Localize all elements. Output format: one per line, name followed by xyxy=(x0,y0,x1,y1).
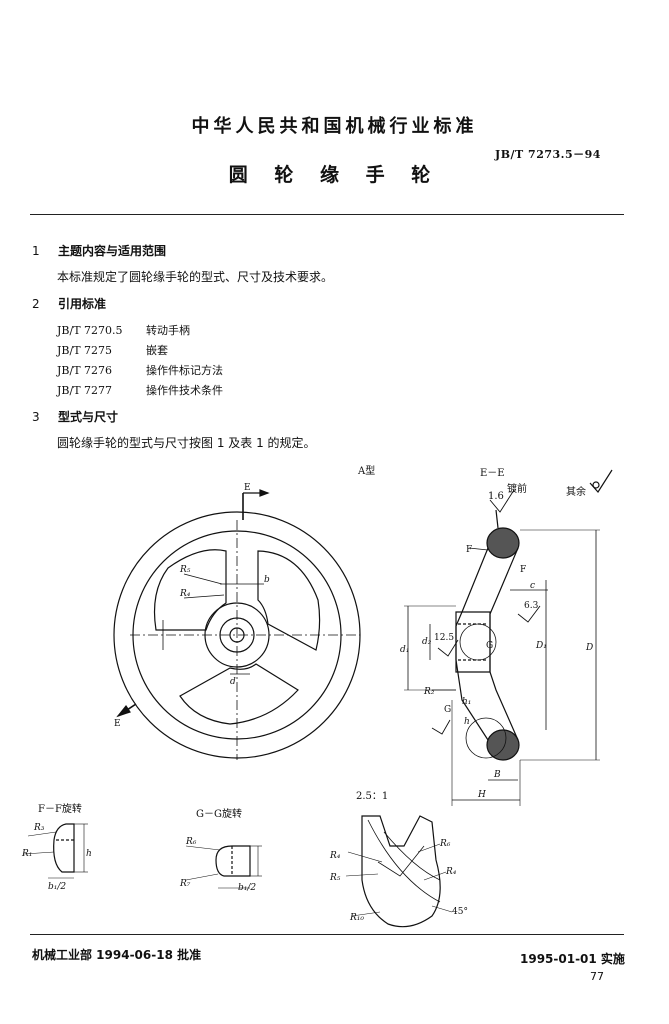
label-b1-ff: b₁/2 xyxy=(48,882,66,892)
section-number: 3 xyxy=(32,410,40,424)
section-number: 2 xyxy=(32,297,40,311)
section-number: 1 xyxy=(32,244,40,258)
reference-item: JB/T 7270.5 转动手柄 xyxy=(57,322,190,338)
label-H: H xyxy=(477,790,486,800)
section-2-heading: 2 引用标准 xyxy=(32,295,106,312)
label-h: h xyxy=(464,717,470,727)
surface-finish-symbol xyxy=(589,469,613,493)
label-e: E xyxy=(244,483,251,493)
label-e-arrow: E xyxy=(114,719,121,729)
section-1-heading: 1 主题内容与适用范围 xyxy=(32,242,166,259)
effective-date: 1995-01-01 实施 xyxy=(520,952,625,966)
section-title: 主题内容与适用范围 xyxy=(58,244,167,258)
label-d1: d₁ xyxy=(400,645,409,655)
label-d: d xyxy=(230,677,236,687)
label-r6-detail: R₆ xyxy=(439,839,451,849)
label-B: B xyxy=(493,770,501,780)
detail-scale-label: 2.5：1 xyxy=(356,791,389,802)
section-ee-label: E－E xyxy=(480,468,505,479)
drawing-annotations: E E b R₅ R₄ d F F c 6.3 12.5 d₁ d₂ D₁ D … xyxy=(21,483,593,923)
label-g2: G xyxy=(486,641,493,651)
label-h-ff: h xyxy=(86,849,92,859)
label-b: b xyxy=(264,575,270,585)
label-r5: R₅ xyxy=(179,565,191,575)
reference-item: JB/T 7277 操作件技术条件 xyxy=(57,382,223,398)
reference-code: JB/T 7276 xyxy=(57,364,113,377)
footer-divider xyxy=(30,934,624,935)
label-r3-ff: R₃ xyxy=(33,823,45,833)
header-divider xyxy=(30,214,624,215)
reference-name: 转动手柄 xyxy=(146,324,190,337)
reference-name: 操作件技术条件 xyxy=(146,384,223,397)
section-gg-view xyxy=(185,845,262,889)
label-b1-gg: b₁/2 xyxy=(238,883,256,893)
handwheel-front-view xyxy=(113,489,361,760)
section-1-body: 本标准规定了圆轮缘手轮的型式、尺寸及技术要求。 xyxy=(57,270,334,284)
page-number: 77 xyxy=(590,970,604,983)
label-r7-gg: R₇ xyxy=(179,879,191,889)
section-ff-label: F－F旋转 xyxy=(38,804,82,815)
label-f-right: F xyxy=(520,565,526,575)
label-h1: h₁ xyxy=(462,697,471,707)
label-r4-detail: R₄ xyxy=(329,851,341,861)
label-r4b-detail: R₄ xyxy=(445,867,457,877)
approval-note: 机械工业部 1994-06-18 批准 xyxy=(32,948,202,962)
label-45: 45° xyxy=(452,907,468,917)
detail-view xyxy=(345,815,453,928)
label-d2: d₂ xyxy=(422,637,432,647)
section-ff-view xyxy=(23,823,88,879)
label-D: D xyxy=(585,643,593,653)
label-r2: R₂ xyxy=(423,687,435,697)
label-63: 6.3 xyxy=(524,601,539,611)
label-125: 12.5 xyxy=(434,633,454,643)
section-ee-view xyxy=(404,489,600,806)
section-3-body: 圆轮缘手轮的型式与尺寸按图 1 及表 1 的规定。 xyxy=(57,436,316,450)
reference-name: 操作件标记方法 xyxy=(146,364,223,377)
reference-item: JB/T 7275 嵌套 xyxy=(57,342,168,358)
label-r10-detail: R₁₀ xyxy=(349,913,364,923)
document-title: 圆 轮 缘 手 轮 xyxy=(228,164,441,186)
finish-value: 1.6 xyxy=(488,491,504,502)
section-title: 型式与尺寸 xyxy=(58,410,119,424)
reference-item: JB/T 7276 操作件标记方法 xyxy=(57,362,223,378)
reference-name: 嵌套 xyxy=(146,344,168,357)
rest-note: 其余 xyxy=(566,487,586,498)
section-title: 引用标准 xyxy=(58,297,107,311)
label-g: G xyxy=(444,705,451,715)
finish-note: 镀前 xyxy=(507,484,527,495)
label-r6-gg: R₆ xyxy=(185,837,197,847)
reference-code: JB/T 7277 xyxy=(57,384,113,397)
standard-number: JB/T 7273.5－94 xyxy=(495,148,601,161)
type-a-label: A型 xyxy=(358,466,376,477)
reference-code: JB/T 7275 xyxy=(57,344,113,357)
label-f: F xyxy=(466,545,472,555)
section-3-heading: 3 型式与尺寸 xyxy=(32,408,118,425)
reference-code: JB/T 7270.5 xyxy=(57,324,123,337)
label-c: c xyxy=(530,581,535,591)
label-r5-detail: R₅ xyxy=(329,873,341,883)
section-gg-label: G－G旋转 xyxy=(196,809,242,820)
label-D1: D₁ xyxy=(535,641,547,651)
org-title: 中华人民共和国机械行业标准 xyxy=(191,116,478,137)
label-r1-ff: R₁ xyxy=(21,849,32,859)
label-r4: R₄ xyxy=(179,589,191,599)
